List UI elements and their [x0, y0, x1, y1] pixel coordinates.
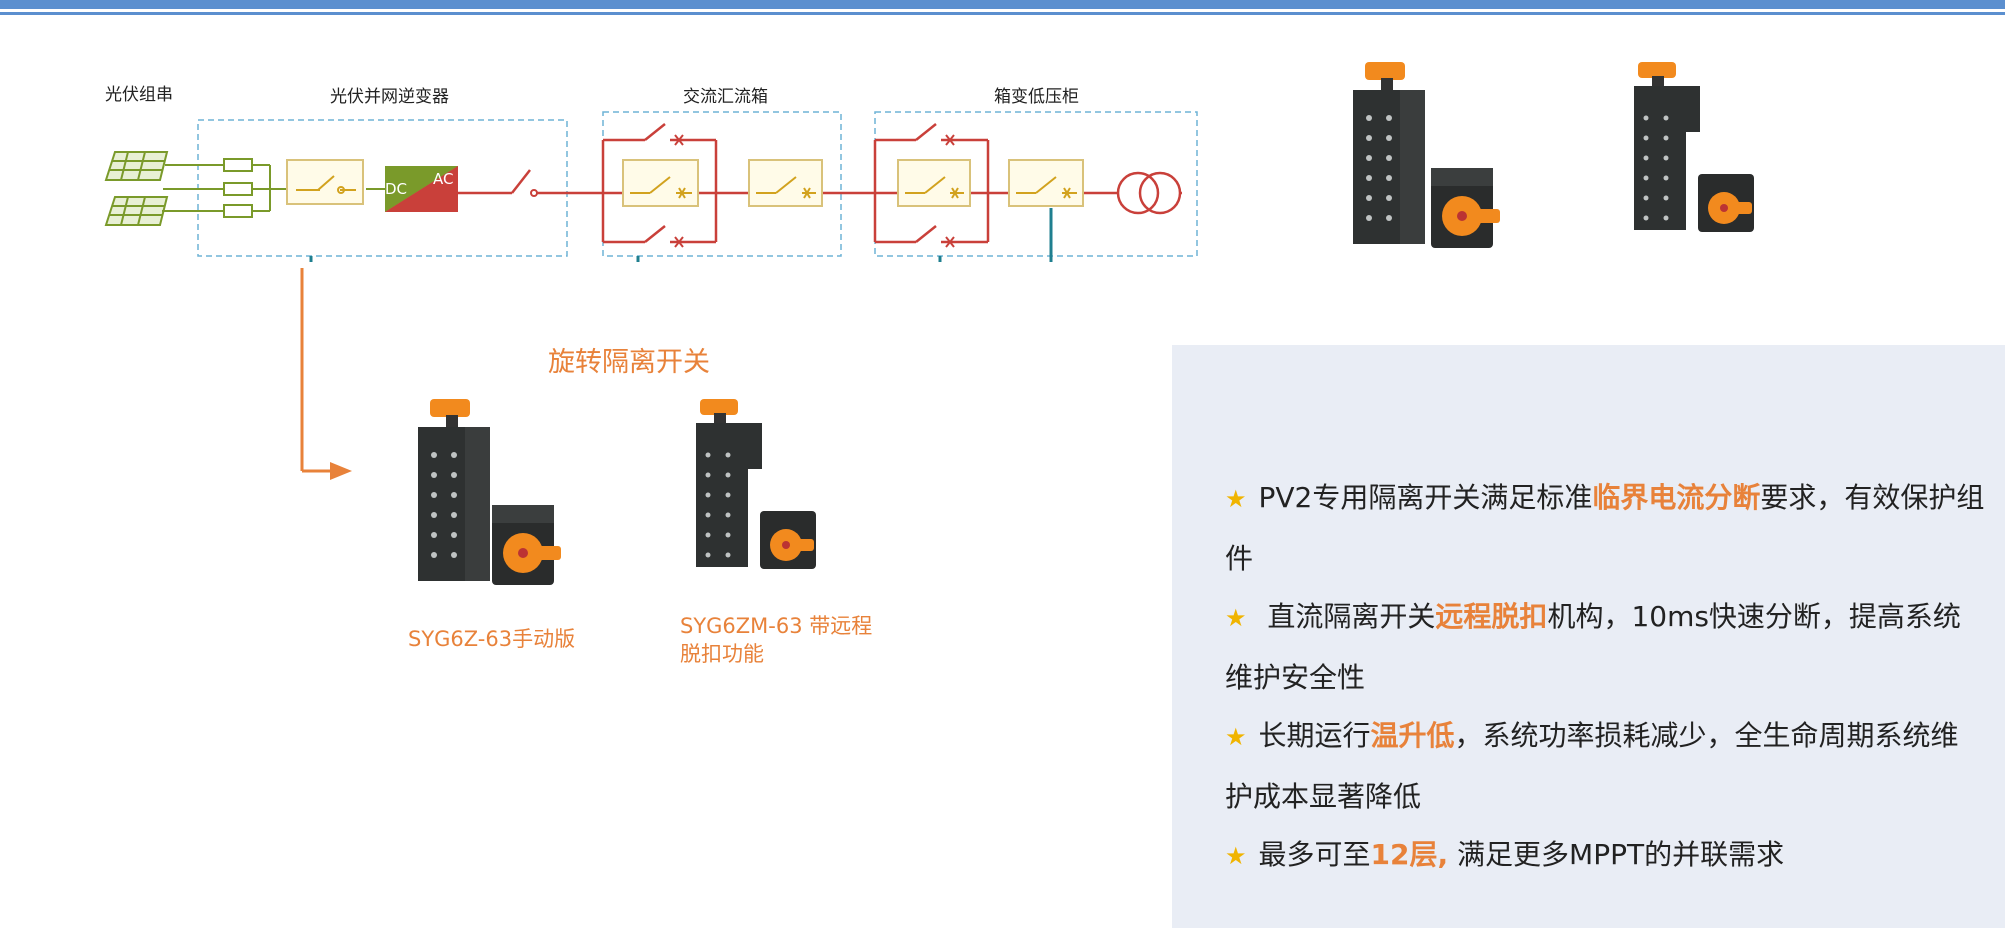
breaker-cabinet-in — [897, 159, 971, 207]
feature-item: ★ PV2专用隔离开关满足标准临界电流分断要求，有效保护组件 — [1225, 468, 1985, 589]
product-image-manual-top — [1353, 62, 1500, 248]
caption-line: 脱扣功能 — [680, 642, 764, 666]
product-title: 旋转隔离开关 — [548, 347, 710, 378]
caption-line: SYG6Z-63手动版 — [408, 627, 576, 651]
feature-item: ★ 直流隔离开关远程脱扣机构，10ms快速分断，提高系统维护安全性 — [1225, 587, 1985, 708]
ac-label: AC — [433, 170, 454, 188]
fuse-top — [223, 158, 253, 172]
feature-panel — [1172, 345, 2005, 928]
feature-item: ★ 最多可至12层, 满足更多MPPT的并联需求 — [1225, 825, 1985, 886]
feature-text: 直流隔离开关 — [1258, 600, 1436, 633]
caption-line: SYG6ZM-63 带远程 — [680, 614, 873, 638]
feature-text: ，系统功率损耗减少，全生命周期系统维护成本显著降低 — [1225, 719, 1959, 813]
feature-highlight: 远程脱扣 — [1435, 600, 1548, 633]
feature-text: 长期运行 — [1258, 719, 1371, 752]
feature-item: ★ 长期运行温升低，系统功率损耗减少，全生命周期系统维护成本显著降低 — [1225, 706, 1985, 827]
product-image-manual — [418, 399, 561, 585]
label-inverter: 光伏并网逆变器 — [330, 87, 449, 107]
feature-text: PV2专用隔离开关满足标准 — [1258, 481, 1593, 514]
system-diagram — [104, 111, 1198, 480]
product-image-remote-top — [1634, 62, 1754, 232]
breaker-combiner-in — [622, 159, 699, 207]
feature-text: 最多可至 — [1258, 838, 1371, 871]
star-icon: ★ — [1225, 485, 1247, 513]
star-icon: ★ — [1225, 842, 1247, 870]
feature-highlight: 12层, — [1370, 838, 1449, 871]
pointer-arrow — [300, 268, 352, 480]
header-rule — [0, 12, 2005, 15]
feature-text: 满足更多MPPT的并联需求 — [1448, 838, 1785, 871]
label-pv-string: 光伏组串 — [105, 85, 173, 105]
pv-panel-bottom — [104, 196, 169, 226]
pv-panel-top — [104, 151, 169, 181]
fuse-middle — [223, 182, 253, 196]
dc-isolator-switch — [286, 159, 364, 205]
breaker-cabinet-out — [1008, 159, 1084, 207]
feature-text: 机构，10ms快速分断，提高系统维护安全性 — [1225, 600, 1961, 694]
product-image-remote — [696, 399, 816, 569]
feature-highlight: 温升低 — [1370, 719, 1455, 752]
product-caption-remote: SYG6ZM-63 带远程 脱扣功能 — [680, 612, 920, 668]
star-icon: ★ — [1225, 604, 1247, 632]
star-icon: ★ — [1225, 723, 1247, 751]
label-lv-cabinet: 箱变低压柜 — [994, 87, 1079, 107]
feature-text: 要求，有效保护组件 — [1225, 481, 1985, 575]
product-caption-manual: SYG6Z-63手动版 — [408, 625, 628, 653]
dc-label: DC — [385, 180, 408, 198]
header-bar — [0, 0, 2005, 9]
label-ac-combiner: 交流汇流箱 — [683, 87, 768, 107]
inverter-block — [385, 166, 458, 212]
breaker-combiner-out — [748, 159, 823, 207]
feature-highlight: 临界电流分断 — [1592, 481, 1761, 514]
transformer — [1116, 171, 1182, 215]
fuse-bottom — [223, 204, 253, 218]
